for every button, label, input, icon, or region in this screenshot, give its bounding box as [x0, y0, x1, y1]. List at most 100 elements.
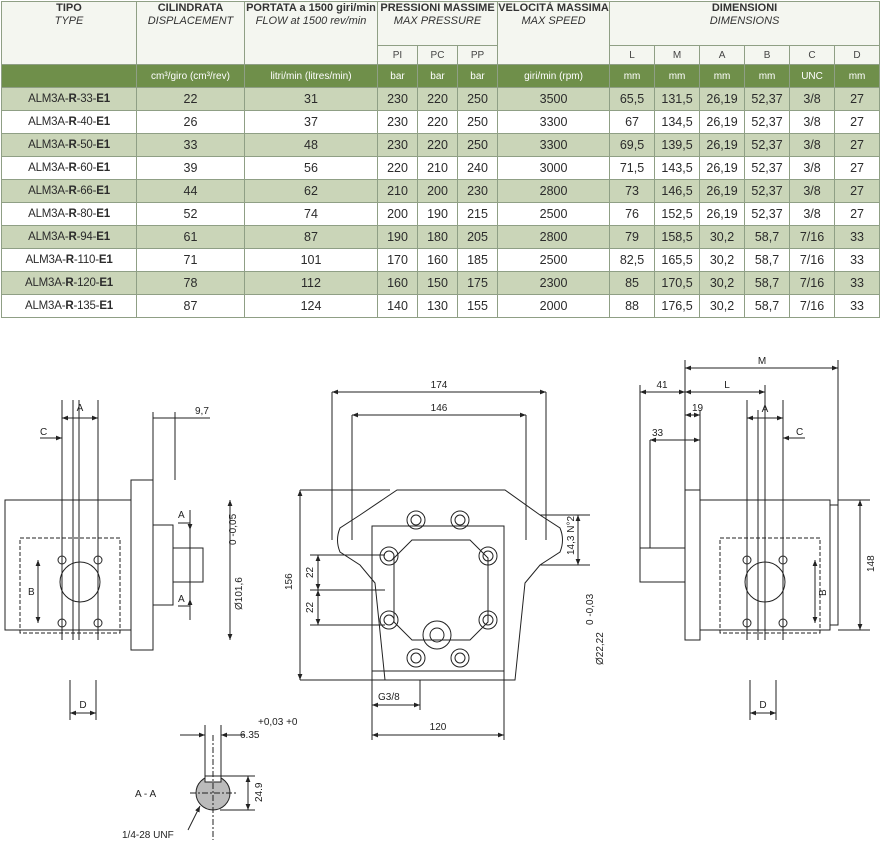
tipo-part-e: E1 [99, 300, 113, 312]
cell-p1: 230 [377, 87, 418, 111]
unit-p2: bar [417, 64, 458, 88]
cell-vel: 3300 [497, 110, 611, 134]
cell-port: 37 [244, 110, 378, 134]
right-view [639, 360, 870, 720]
tipo-part-e: E1 [96, 139, 110, 151]
tipo-part-r: R [68, 139, 77, 151]
cell-cil: 87 [136, 294, 245, 318]
unit-D: mm [834, 64, 880, 88]
cell-vel: 2500 [497, 248, 611, 272]
cell-a: 26,19 [699, 179, 746, 203]
tipo-part-pre: ALM3A- [25, 254, 66, 266]
left-label-97: 9,7 [195, 406, 209, 417]
tipo-part-r: R [68, 185, 77, 197]
tipo-part-r: R [68, 208, 77, 220]
cell-d: 27 [834, 110, 880, 134]
tipo-part-mid: -50- [76, 139, 97, 151]
cell-l: 67 [609, 110, 656, 134]
cell-c: 3/8 [789, 179, 836, 203]
cell-p2: 200 [417, 179, 458, 203]
tipo-part-r: R [68, 116, 77, 128]
cell-d: 33 [834, 225, 880, 249]
cell-tipo: ALM3A-R-80-E1 [1, 202, 137, 226]
tipo-part-pre: ALM3A- [28, 208, 69, 220]
cell-a: 26,19 [699, 87, 746, 111]
cell-port: 31 [244, 87, 378, 111]
cell-a: 26,19 [699, 202, 746, 226]
cell-b: 52,37 [744, 133, 791, 157]
cell-p2: 190 [417, 202, 458, 226]
cell-c: 3/8 [789, 156, 836, 180]
tipo-part-pre: ALM3A- [28, 185, 69, 197]
cell-b: 58,7 [744, 294, 791, 318]
cell-a: 30,2 [699, 294, 746, 318]
unit-p3: bar [456, 64, 499, 88]
cell-port: 101 [244, 248, 378, 272]
tipo-part-e: E1 [96, 162, 110, 174]
right-label-19: 19 [692, 403, 704, 414]
right-label-m: M [758, 356, 766, 367]
cell-d: 33 [834, 294, 880, 318]
cell-p2: 130 [417, 294, 458, 318]
cell-l: 82,5 [609, 248, 656, 272]
section-aa [180, 725, 255, 840]
section-249: 24.9 [254, 782, 265, 802]
cell-port: 74 [244, 202, 378, 226]
cell-b: 58,7 [744, 248, 791, 272]
cell-b: 52,37 [744, 179, 791, 203]
cell-c: 3/8 [789, 87, 836, 111]
cell-p3: 250 [456, 87, 499, 111]
right-shaft-tol: 0 -0,03 [585, 593, 596, 625]
units-row: cm³/giro (cm³/rev) litri/min (litres/min… [1, 64, 880, 88]
cell-p3: 240 [456, 156, 499, 180]
cell-l: 85 [609, 271, 656, 295]
tipo-part-pre: ALM3A- [25, 277, 66, 289]
technical-drawing: A C 9,7 B D A A Ø101,6 0 -0,05 [4, 356, 877, 841]
cell-p2: 150 [417, 271, 458, 295]
tipo-part-mid: -120- [73, 277, 100, 289]
tipo-part-mid: -66- [76, 185, 97, 197]
cell-m: 176,5 [654, 294, 701, 318]
cell-vel: 2800 [497, 179, 611, 203]
front-label-146: 146 [431, 403, 448, 414]
cell-p3: 155 [456, 294, 499, 318]
tipo-part-e: E1 [96, 116, 110, 128]
unit-L: mm [609, 64, 656, 88]
cell-p1: 210 [377, 179, 418, 203]
cell-cil: 39 [136, 156, 245, 180]
cell-c: 7/16 [789, 225, 836, 249]
cell-b: 52,37 [744, 156, 791, 180]
cell-p3: 185 [456, 248, 499, 272]
sub-p2: PC [417, 45, 458, 65]
cell-tipo: ALM3A-R-135-E1 [1, 294, 137, 318]
tipo-part-pre: ALM3A- [28, 116, 69, 128]
sub-C: C [789, 45, 836, 65]
front-label-g38: G3/8 [378, 692, 400, 703]
cell-a: 26,19 [699, 133, 746, 157]
tipo-part-mid: -94- [76, 231, 97, 243]
cell-l: 65,5 [609, 87, 656, 111]
sub-D: D [834, 45, 880, 65]
cell-b: 52,37 [744, 110, 791, 134]
right-label-33: 33 [652, 428, 664, 439]
cell-b: 58,7 [744, 271, 791, 295]
unit-p1: bar [377, 64, 418, 88]
cell-p3: 250 [456, 110, 499, 134]
cell-vel: 2500 [497, 202, 611, 226]
front-label-22b: 22 [305, 601, 316, 613]
tipo-part-r: R [68, 231, 77, 243]
tipo-part-pre: ALM3A- [28, 231, 69, 243]
section-key-tol: +0,03 +0 [258, 717, 298, 728]
tipo-part-mid: -40- [76, 116, 97, 128]
cell-p2: 210 [417, 156, 458, 180]
cell-vel: 2000 [497, 294, 611, 318]
section-title: A - A [135, 789, 156, 800]
sub-L: L [609, 45, 656, 65]
